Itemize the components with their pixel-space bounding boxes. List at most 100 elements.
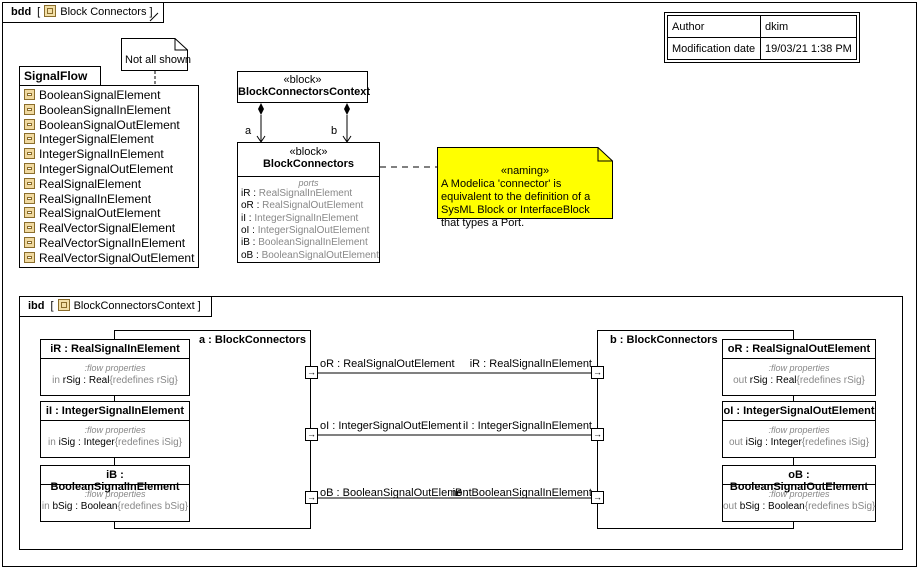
flow-port-box[interactable]: iI : IntegerSignalInElement :flow propert…	[40, 401, 190, 458]
port-box-divider	[41, 484, 189, 485]
flow-properties-label: :flow properties	[84, 425, 146, 435]
port-name: iR	[241, 188, 251, 199]
port-square-left[interactable]: →	[305, 491, 318, 504]
flow-property[interactable]: in bSig : Boolean{redefines bSig}	[41, 501, 189, 512]
port-separator: :	[253, 200, 263, 212]
flow-port-box[interactable]: iR : RealSignalInElement :flow properties…	[40, 339, 190, 396]
port-entry[interactable]: iR : RealSignalInElement	[241, 188, 352, 199]
connector-end-label-left: oR : RealSignalOutElement	[320, 358, 455, 370]
flow-property[interactable]: out iSig : Integer{redefines iSig}	[723, 437, 875, 448]
naming-note-shape	[437, 147, 613, 219]
flow-properties-label: :flow properties	[84, 363, 146, 373]
ibd-kind: ibd	[28, 300, 45, 312]
not-all-shown-note[interactable]: Not all shown	[121, 38, 192, 71]
port-square-left[interactable]: →	[305, 366, 318, 379]
port-separator: :	[253, 249, 262, 261]
port-box-divider	[723, 420, 875, 421]
ibd-diagram-icon	[57, 299, 70, 311]
signalflow-item[interactable]: RealSignalElement	[24, 177, 141, 191]
note-text: Not all shown	[125, 54, 192, 66]
signalflow-item[interactable]: BooleanSignalElement	[24, 88, 160, 102]
port-square-right[interactable]: →	[591, 491, 604, 504]
port-entry[interactable]: iB : BooleanSignalInElement	[241, 237, 368, 248]
port-square-right[interactable]: →	[591, 366, 604, 379]
flow-port-box[interactable]: iB : BooleanSignalInElement:flow propert…	[40, 465, 190, 522]
port-separator: :	[249, 237, 259, 249]
port-box-title: iI : IntegerSignalInElement	[45, 405, 185, 417]
context-block[interactable]: «block» BlockConnectorsContext	[237, 71, 370, 103]
port-entry[interactable]: oI : IntegerSignalOutElement	[241, 225, 369, 236]
flow-property[interactable]: in iSig : Integer{redefines iSig}	[41, 437, 189, 448]
bdd-title: Block Connectors	[60, 6, 147, 18]
port-separator: :	[246, 212, 255, 224]
flow-property-redef: {redefines rSig}	[796, 375, 865, 386]
flow-property-redef: {redefines bSig}	[804, 501, 876, 512]
flow-property[interactable]: out bSig : Boolean{redefines bSig}	[723, 501, 875, 512]
flow-port-box[interactable]: oB : BooleanSignalOutElement:flow proper…	[722, 465, 876, 522]
port-name: iB	[241, 237, 250, 249]
bdd-tab[interactable]: bdd[Block Connectors ]	[3, 3, 164, 23]
port-type: BooleanSignalOutElement	[261, 249, 379, 261]
composition-diamond-b	[344, 103, 350, 115]
flow-properties-label: :flow properties	[768, 425, 830, 435]
connector-end-label-left: oB : BooleanSignalOutElement	[320, 487, 472, 499]
signal-element-icon	[24, 148, 35, 160]
port-entry[interactable]: oR : RealSignalOutElement	[241, 200, 363, 211]
signalflow-item[interactable]: BooleanSignalInElement	[24, 103, 170, 117]
connector-end-label-left: oI : IntegerSignalOutElement	[320, 420, 462, 432]
flow-port-box[interactable]: oR : RealSignalOutElement:flow propertie…	[722, 339, 876, 396]
port-box-divider	[723, 484, 875, 485]
bdd-kind: bdd	[11, 6, 32, 18]
flow-port-box[interactable]: oI : IntegerSignalOutElement :flow proper…	[722, 401, 876, 458]
signalflow-item[interactable]: BooleanSignalOutElement	[24, 118, 180, 132]
part-b-label: b : BlockConnectors	[610, 334, 718, 346]
port-type: RealSignalInElement	[258, 188, 353, 199]
port-box-divider	[41, 420, 189, 421]
signalflow-item[interactable]: RealVectorSignalOutElement	[24, 251, 194, 265]
signalflow-item-label: RealVectorSignalElement	[39, 221, 176, 236]
signalflow-item[interactable]: RealSignalInElement	[24, 192, 151, 206]
signalflow-package[interactable]: SignalFlow	[19, 66, 101, 86]
role-b: b	[331, 125, 338, 137]
flow-property-prop: iSig	[745, 437, 763, 448]
naming-text: A Modelica 'connector' is equivalent to …	[441, 178, 591, 229]
port-box-title: iR : RealSignalInElement	[50, 343, 180, 355]
signalflow-item[interactable]: RealVectorSignalInElement	[24, 236, 185, 250]
port-box-title: oI : IntegerSignalOutElement	[723, 405, 875, 417]
author-label: Author	[667, 15, 761, 38]
port-type: BooleanSignalInElement	[258, 237, 368, 249]
note-shape	[121, 38, 188, 71]
ibd-tab[interactable]: ibd[BlockConnectorsContext ]	[20, 297, 212, 317]
naming-note[interactable]: «naming» A Modelica 'connector' is equiv…	[437, 147, 613, 229]
signal-element-icon	[24, 133, 35, 145]
flow-property-redef: {redefines iSig}	[114, 437, 182, 448]
signalflow-item[interactable]: IntegerSignalOutElement	[24, 162, 173, 176]
signalflow-item[interactable]: RealSignalOutElement	[24, 206, 160, 220]
blockconnectors-name: BlockConnectors	[262, 158, 355, 170]
flow-properties-label: :flow properties	[84, 489, 146, 499]
port-square-right[interactable]: →	[591, 428, 604, 441]
port-box-divider	[723, 358, 875, 359]
meta-table-frame: Author dkim Modification date 19/03/21 1…	[664, 12, 860, 63]
blockconnectors-stereotype: «block»	[289, 146, 328, 158]
signalflow-item[interactable]: IntegerSignalInElement	[24, 147, 164, 161]
flow-property-type: : Integer	[75, 437, 115, 448]
port-square-left[interactable]: →	[305, 428, 318, 441]
port-entry[interactable]: oB : BooleanSignalOutElement	[241, 250, 379, 261]
connector-end-label-right: iI : IntegerSignalInElement	[462, 420, 592, 432]
signalflow-item[interactable]: IntegerSignalElement	[24, 132, 154, 146]
blockconnectors-block[interactable]: «block» BlockConnectors ports iR : RealS…	[237, 142, 380, 263]
flow-property-redef: {redefines rSig}	[109, 375, 178, 386]
meta-table: Author dkim Modification date 19/03/21 1…	[667, 15, 857, 60]
signal-element-icon	[24, 89, 35, 100]
signal-element-icon	[24, 163, 35, 174]
port-entry[interactable]: iI : IntegerSignalInElement	[241, 213, 358, 224]
flow-property-prop: bSig	[739, 501, 760, 512]
flow-property[interactable]: out rSig : Real{redefines rSig}	[723, 375, 875, 386]
flow-property[interactable]: in rSig : Real{redefines rSig}	[41, 375, 189, 386]
signalflow-item[interactable]: RealVectorSignalElement	[24, 221, 175, 235]
